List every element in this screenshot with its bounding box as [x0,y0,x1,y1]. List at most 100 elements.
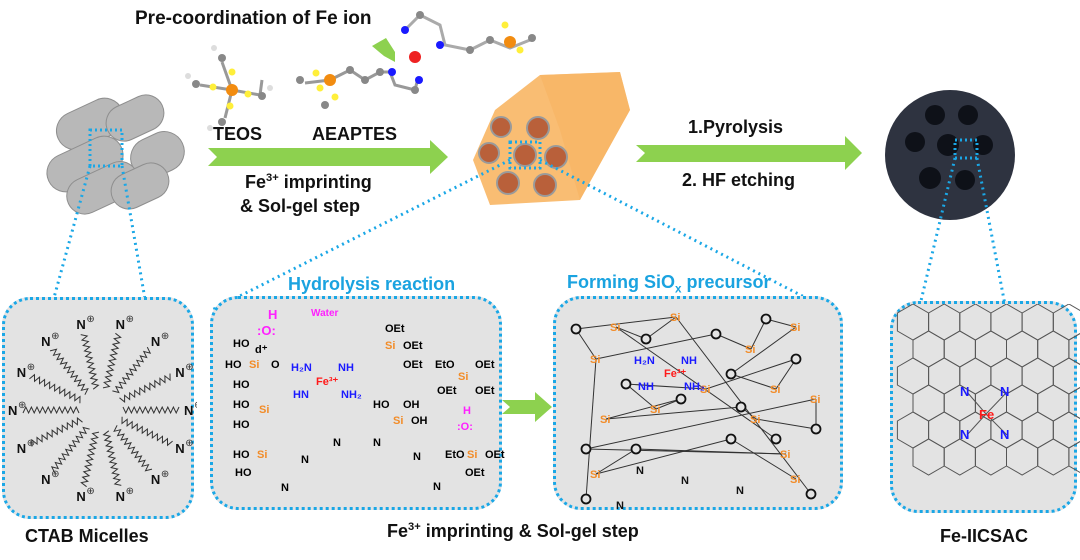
carbon-ring [1068,333,1080,365]
chem-si: Si [257,449,268,461]
chem-h2n: H₂N [634,355,655,367]
chem-hn: HN [293,389,309,401]
silicon-atom: Si [780,449,790,461]
iron-atom: Fe [979,407,995,422]
carbon-ring [1006,330,1039,368]
chem-nh2: NH₂ [341,389,362,401]
carbon-ring [1021,304,1054,341]
nitrogen-atom: N [1000,384,1010,399]
siloxane-bond [605,406,742,420]
surfactant-tail [80,431,100,488]
ammonium-nitrogen: N [175,365,184,380]
chem-nh: NH [338,362,354,374]
surfactant-tail [22,405,80,415]
siloxane-bond [625,383,657,410]
carbon-ring [912,438,945,476]
siloxane-bond [615,326,777,440]
carbon-ring [1006,438,1039,476]
chem-si: Si [393,415,404,427]
siloxane-bond [730,373,777,390]
silicon-atom: Si [750,414,760,426]
siloxane-bond [775,358,797,390]
nitrogen-atom: N [1000,427,1010,442]
surfactant-tail [49,348,89,395]
surfactant-tail [112,346,152,394]
chem-oh: OH [403,399,420,411]
positive-charge: ⊕ [185,438,193,449]
silicon-atom: Si [790,474,800,486]
ammonium-nitrogen: N [151,472,160,487]
chem-oet: OEt [485,449,505,461]
fe-precoordination-molecule [372,11,536,63]
aeaptes-label: AEAPTES [312,124,398,144]
oxygen-atom [790,353,802,365]
silicon-atom: Si [650,404,660,416]
ammonium-nitrogen: N [184,403,193,418]
oxygen-atom [805,488,817,500]
chem-oet: OEt [475,385,495,397]
surfactant-tail [119,373,171,403]
hydrolysis-title: Hydrolysis reaction [288,274,456,294]
carbon-ring [1021,357,1054,395]
fe-n-bond [985,391,1008,415]
nitrogen-atom: N [960,427,970,442]
chem-n: N [281,482,289,494]
siloxane-bond [625,383,707,390]
oxygen-atom [725,433,737,445]
bottom-caption: Fe3+ imprinting & Sol-gel step [387,521,639,541]
surfactant-tail [102,332,122,389]
carbon-ring [943,438,976,476]
fe-ion-sphere [409,51,421,63]
siloxane-bond [585,398,817,450]
pyrolysis-arrow [636,136,862,170]
ctab-caption: CTAB Micelles [25,526,149,546]
ammonium-nitrogen: N [151,334,160,349]
water-oxygen: :O: [257,323,276,338]
oxygen-atom [580,443,592,455]
siloxane-bond [715,333,752,350]
chem-oet: OEt [403,359,423,371]
si-oh-group: HO [233,338,250,350]
chem-h2n: H₂N [291,362,312,374]
hf-etching-label: 2. HF etching [682,170,796,190]
oxygen-atom [570,323,582,335]
rod-zoom-line-right [539,158,811,302]
silicon-atom: Si [600,414,610,426]
oxygen-atom [810,423,822,435]
carbon-ring [928,357,961,395]
ctab-rod-bundle [46,94,185,215]
graphene-fe-n4-structure [896,304,1080,476]
silicon-atom: Si [810,394,820,406]
panel-transition-arrow [502,392,552,422]
silicon-atom: Si [610,322,620,334]
positive-charge: ⊕ [18,400,26,411]
chem-nh2: NH₂ [684,381,705,393]
positive-charge: ⊕ [86,314,94,325]
water-label: Water [311,308,339,319]
surfactant-tail [50,426,90,474]
ammonium-nitrogen: N [41,334,50,349]
ammonium-nitrogen: N [76,317,85,332]
carbon-ring [1006,384,1039,422]
aeaptes-molecule [296,66,423,109]
water-o-h: H [268,307,278,322]
sphere-zoom-box [953,138,979,160]
chem-h: H [463,405,471,417]
chem-ho: HO [373,399,390,411]
ctab-zoom-box [88,128,124,168]
hydrolysis-panel: Water H :O: HO d⁺ HO Si O HO H₂N NH Fe³⁺… [210,296,505,510]
carbon-ring [1068,387,1080,419]
chem-ho: HO [233,449,250,461]
chem-oh: OH [411,415,428,427]
siloxane-bond [730,326,797,375]
carbon-ring [959,304,992,341]
chem-water-o: :O: [457,421,473,433]
surfactant-tail [113,425,153,472]
silicon-atom: Si [670,312,680,324]
fe-iicsac-panel: N N Fe N N [890,301,1080,513]
ammonium-nitrogen: N [616,500,624,512]
oxygen-atom [580,493,592,505]
